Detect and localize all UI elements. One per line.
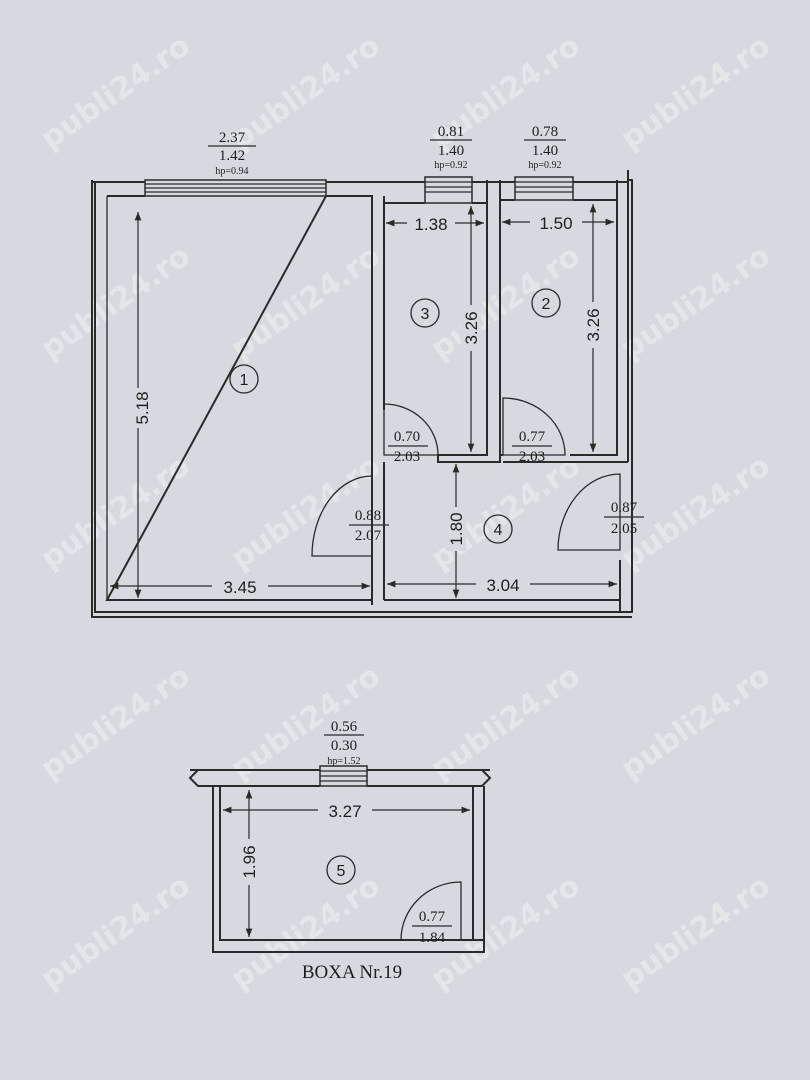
svg-text:hp=0.94: hp=0.94 [215, 166, 248, 177]
svg-text:1: 1 [240, 372, 249, 389]
room-5-number: 5 [326, 855, 356, 885]
room-5-length-dimension: 1.96 [239, 790, 259, 937]
svg-text:3.45: 3.45 [223, 578, 256, 597]
room-2-length-dimension: 3.26 [583, 204, 603, 452]
watermark: publi24.ro [425, 238, 587, 366]
svg-text:0.78: 0.78 [532, 124, 558, 140]
storage-caption: BOXA Nr.19 [302, 962, 402, 983]
door-label-4: 0.87 2.05 [604, 500, 644, 537]
svg-text:1.42: 1.42 [219, 148, 245, 164]
room-5-width-dimension: 3.27 [223, 800, 470, 821]
room-2-width-dimension: 1.50 [502, 212, 614, 233]
svg-text:2: 2 [542, 296, 551, 313]
svg-text:3.27: 3.27 [328, 802, 361, 821]
svg-text:2.07: 2.07 [355, 528, 382, 544]
watermark: publi24.ro [425, 658, 587, 786]
svg-text:1.40: 1.40 [532, 143, 558, 159]
watermark: publi24.ro [35, 868, 197, 996]
apartment-walls [91, 170, 633, 618]
room-4-number: 4 [483, 514, 513, 544]
watermark: publi24.ro [35, 238, 197, 366]
window-3 [514, 176, 574, 201]
svg-text:1.80: 1.80 [447, 512, 466, 545]
door-label-3: 0.88 2.07 [349, 508, 389, 544]
window-label-1: 2.37 1.42 hp=0.94 [208, 130, 256, 177]
watermark-layer: publi24.ro publi24.ro publi24.ro publi24… [35, 28, 777, 996]
svg-text:1.40: 1.40 [438, 143, 464, 159]
svg-text:0.56: 0.56 [331, 719, 358, 735]
watermark: publi24.ro [225, 28, 387, 156]
svg-text:1.84: 1.84 [419, 930, 446, 946]
svg-text:hp=0.92: hp=0.92 [528, 160, 561, 171]
watermark: publi24.ro [615, 658, 777, 786]
svg-text:5: 5 [337, 863, 346, 880]
watermark: publi24.ro [615, 238, 777, 366]
room-3-length-dimension: 3.26 [461, 206, 481, 452]
svg-text:0.87: 0.87 [611, 500, 638, 516]
svg-text:hp=1.52: hp=1.52 [327, 756, 360, 767]
room-4-length-dimension: 1.80 [446, 464, 466, 598]
watermark: publi24.ro [35, 658, 197, 786]
window-label-3: 0.78 1.40 hp=0.92 [524, 124, 566, 171]
door-room-2 [502, 397, 566, 456]
storage-box-walls [188, 769, 492, 953]
svg-text:hp=0.92: hp=0.92 [434, 160, 467, 171]
svg-text:0.77: 0.77 [419, 909, 446, 925]
svg-text:2.03: 2.03 [519, 449, 545, 465]
watermark: publi24.ro [615, 28, 777, 156]
room-3-width-dimension: 1.38 [386, 213, 484, 234]
svg-text:3.26: 3.26 [462, 311, 481, 344]
door-room-1 [311, 475, 373, 557]
svg-text:4: 4 [494, 522, 503, 539]
svg-text:0.77: 0.77 [519, 429, 546, 445]
watermark: publi24.ro [425, 868, 587, 996]
watermark: publi24.ro [35, 448, 197, 576]
room-1-number: 1 [229, 364, 259, 394]
room-1-length-dimension: 5.18 [128, 212, 152, 598]
svg-text:3.26: 3.26 [584, 308, 603, 341]
door-room-3 [383, 403, 439, 456]
window-4 [319, 765, 368, 787]
svg-text:5.18: 5.18 [133, 391, 152, 424]
svg-text:0.88: 0.88 [355, 508, 381, 524]
svg-text:0.81: 0.81 [438, 124, 464, 140]
svg-text:1.50: 1.50 [539, 214, 572, 233]
window-2 [424, 176, 473, 204]
svg-text:3.04: 3.04 [486, 576, 519, 595]
door-entrance [557, 473, 621, 551]
room-3-number: 3 [410, 298, 440, 328]
room-4-width-dimension: 3.04 [387, 574, 617, 595]
svg-text:0.30: 0.30 [331, 738, 357, 754]
svg-text:0.70: 0.70 [394, 429, 420, 445]
watermark: publi24.ro [35, 28, 197, 156]
door-label-2: 0.77 2.03 [512, 429, 552, 465]
svg-text:3: 3 [421, 306, 430, 323]
watermark: publi24.ro [615, 448, 777, 576]
window-1 [144, 179, 327, 197]
watermark: publi24.ro [615, 868, 777, 996]
svg-text:2.03: 2.03 [394, 449, 420, 465]
watermark: publi24.ro [225, 238, 387, 366]
room-2-number: 2 [531, 288, 561, 318]
room-1-width-dimension: 3.45 [110, 576, 370, 597]
svg-text:2.37: 2.37 [219, 130, 246, 146]
door-storage [400, 881, 462, 941]
window-label-2: 0.81 1.40 hp=0.92 [430, 124, 472, 171]
window-label-4: 0.56 0.30 hp=1.52 [324, 719, 364, 767]
svg-text:1.38: 1.38 [414, 215, 447, 234]
svg-text:2.05: 2.05 [611, 521, 637, 537]
svg-text:1.96: 1.96 [240, 845, 259, 878]
door-label-1: 0.70 2.03 [388, 429, 428, 465]
door-label-5: 0.77 1.84 [412, 909, 452, 946]
